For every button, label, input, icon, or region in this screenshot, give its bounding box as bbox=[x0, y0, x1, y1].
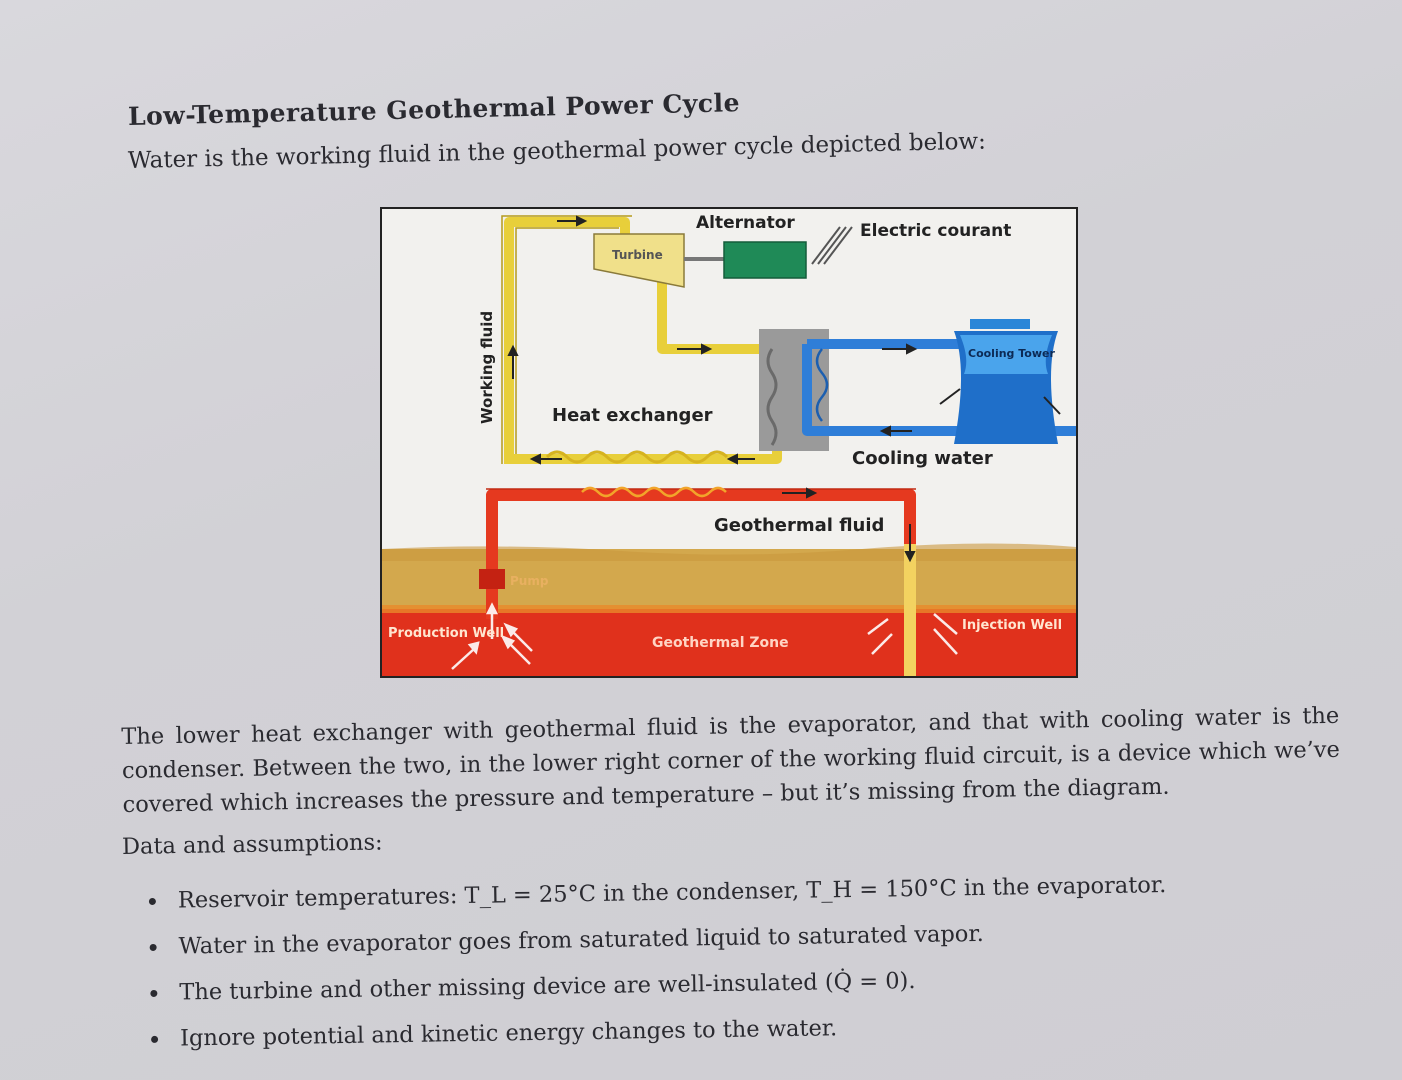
bullet-icon bbox=[151, 1035, 159, 1043]
turbine-shape bbox=[593, 233, 685, 288]
turbine-label: Turbine bbox=[612, 248, 663, 262]
injection-well-label: Injection Well bbox=[962, 618, 1062, 633]
pump-box bbox=[479, 569, 505, 589]
working-fluid-label: Working fluid bbox=[478, 311, 496, 424]
assumptions-list: Reservoir temperatures: T_L = 25°C in th… bbox=[148, 862, 1169, 1062]
cooling-tower-label: Cooling Tower bbox=[968, 347, 1055, 360]
electric-current-lines bbox=[811, 226, 853, 265]
intro-text: Water is the working fluid in the geothe… bbox=[127, 128, 987, 174]
bullet-text: Ignore potential and kinetic energy chan… bbox=[179, 1015, 838, 1052]
heat-exchanger-label: Heat exchanger bbox=[552, 405, 713, 426]
bullet-text: Water in the evaporator goes from satura… bbox=[178, 920, 985, 960]
geothermal-zone-layer bbox=[382, 609, 1076, 676]
bullet-text: The turbine and other missing device are… bbox=[179, 967, 916, 1006]
cooling-tower bbox=[970, 319, 1030, 329]
geothermal-cycle-diagram: Alternator Electric courant Turbine Work… bbox=[380, 207, 1078, 678]
geothermal-fluid-label: Geothermal fluid bbox=[714, 515, 884, 536]
document-title: Low-Temperature Geothermal Power Cycle bbox=[127, 88, 741, 131]
bullet-icon bbox=[149, 943, 157, 951]
production-well-label: Production Well bbox=[388, 626, 504, 641]
alternator-box bbox=[723, 241, 807, 279]
description-paragraph: The lower heat exchanger with geothermal… bbox=[121, 702, 1341, 818]
cooling-water-label: Cooling water bbox=[852, 448, 993, 469]
alternator-label: Alternator bbox=[696, 213, 795, 233]
electric-current-label: Electric courant bbox=[860, 221, 1011, 241]
evaporator-coil bbox=[545, 450, 729, 464]
data-heading: Data and assumptions: bbox=[121, 829, 383, 860]
geothermal-zone-label: Geothermal Zone bbox=[652, 635, 789, 651]
bullet-icon bbox=[148, 897, 156, 905]
bullet-icon bbox=[150, 989, 158, 997]
pump-label: Pump bbox=[510, 574, 549, 588]
bullet-text: Reservoir temperatures: T_L = 25°C in th… bbox=[177, 872, 1167, 914]
